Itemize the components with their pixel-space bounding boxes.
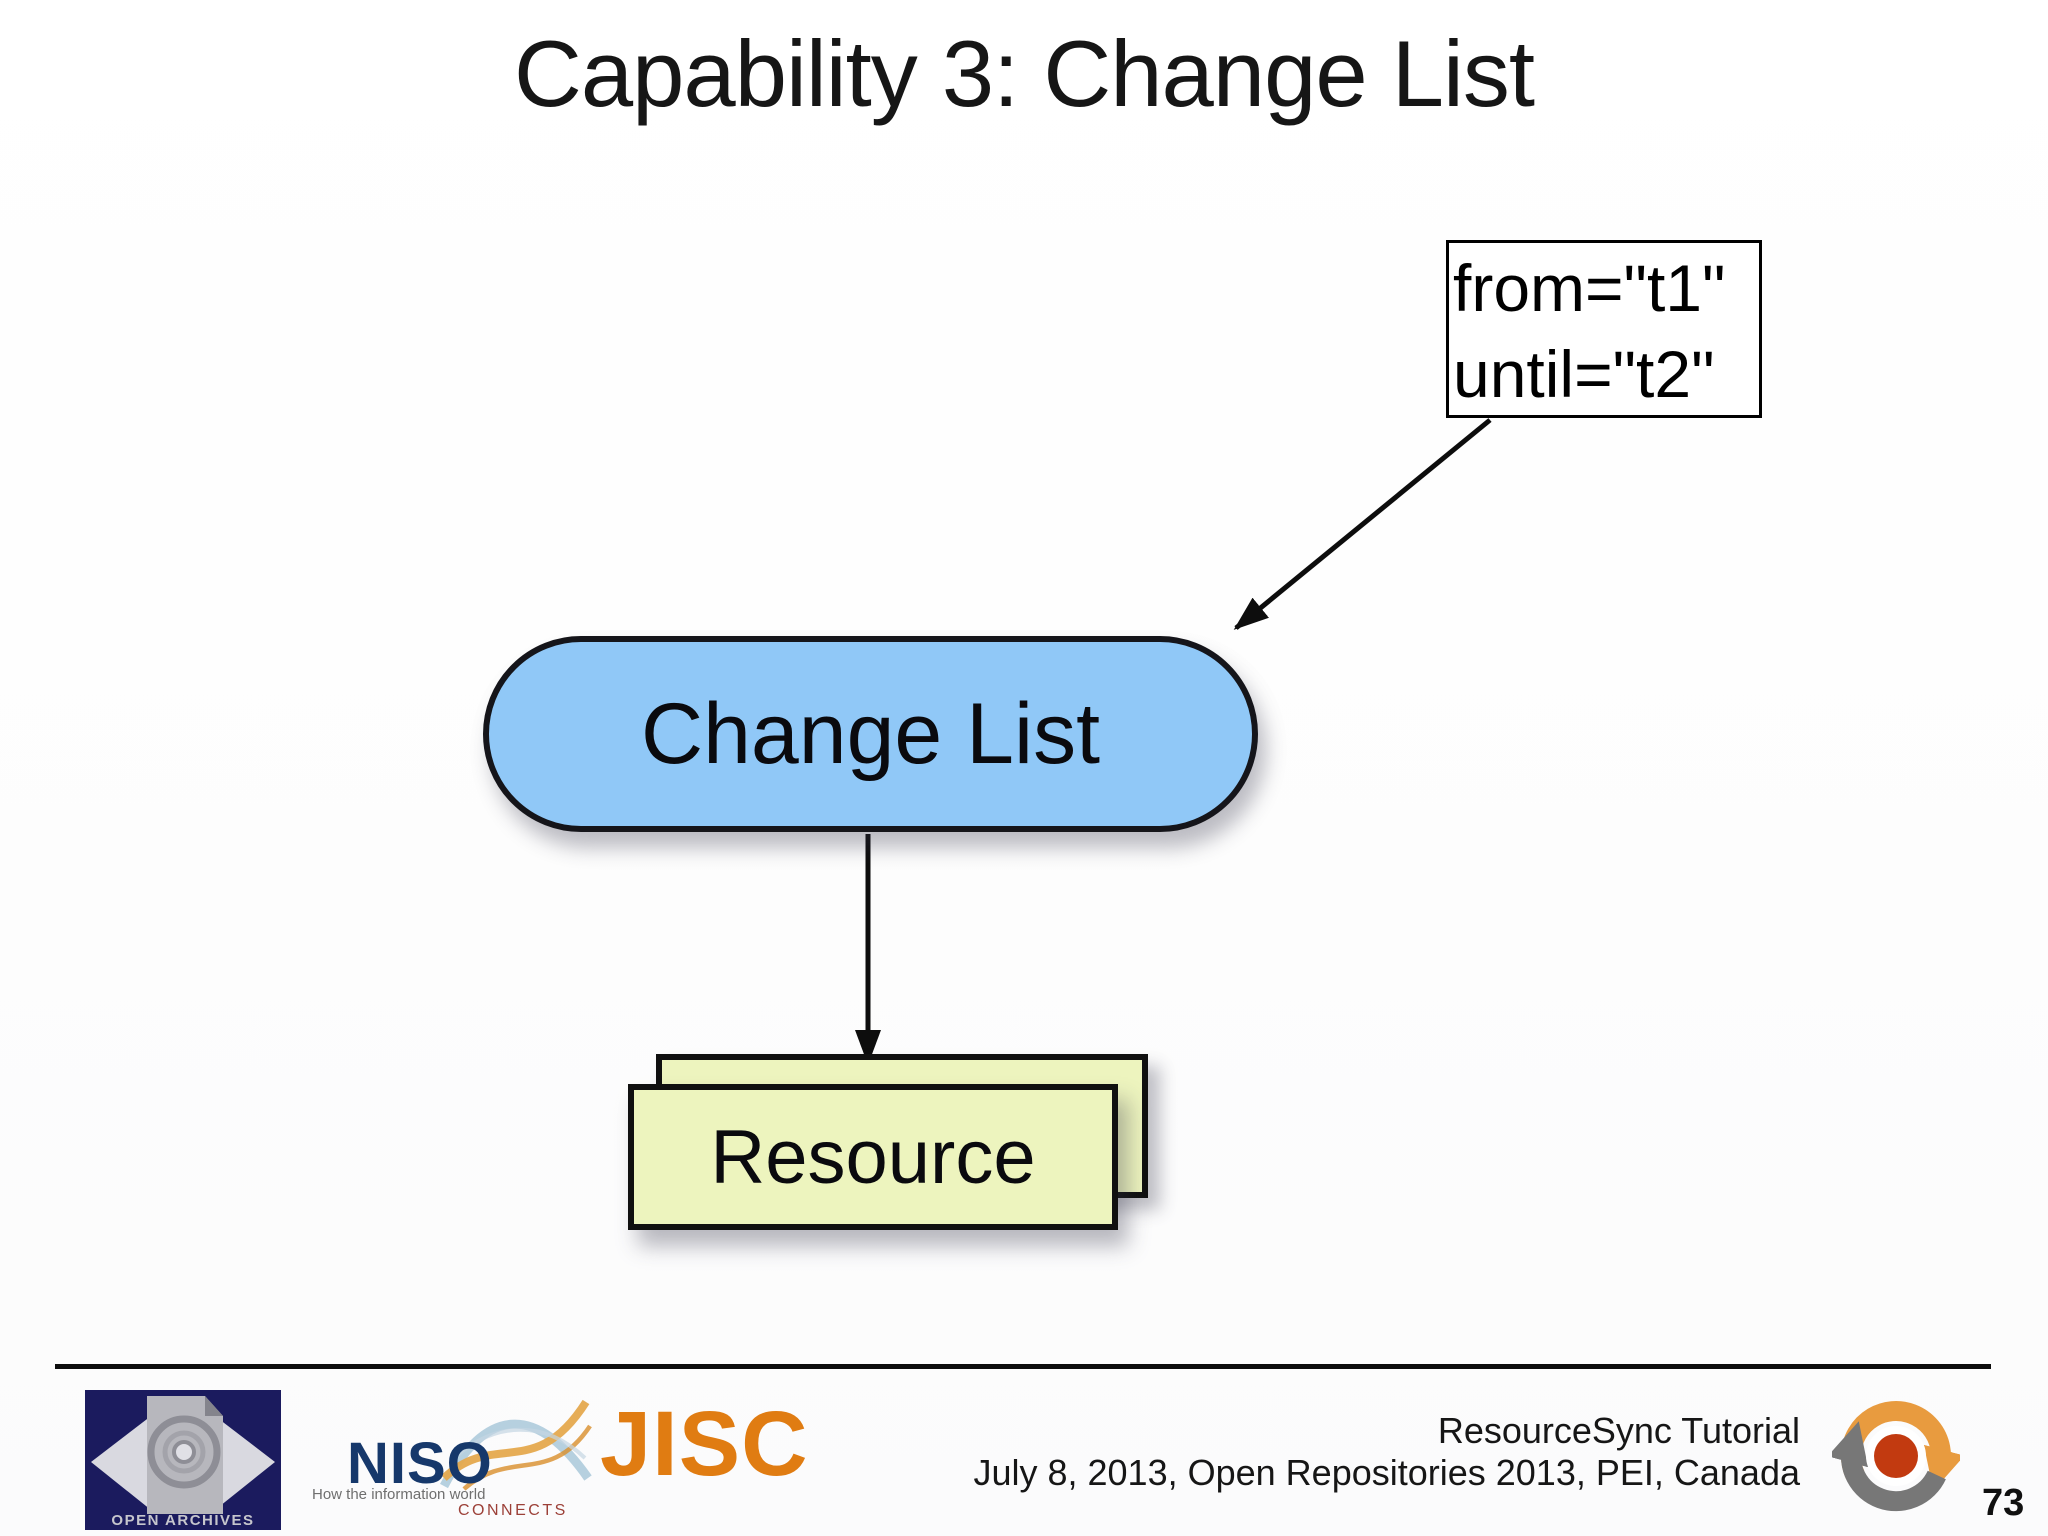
niso-logo: NISO How the information world CONNECTS bbox=[312, 1399, 692, 1536]
arrow-annotation-to-changelist bbox=[1233, 418, 1492, 630]
annotation-line-until: until="t2" bbox=[1453, 337, 1715, 411]
resource-node: Resource bbox=[628, 1084, 1118, 1230]
credits-line-1: ResourceSync Tutorial bbox=[1437, 1410, 1800, 1451]
footer-credits: ResourceSync Tutorial July 8, 2013, Open… bbox=[973, 1410, 1800, 1494]
annotation-box: from="t1" until="t2" bbox=[1446, 240, 1762, 418]
open-archives-logo: OPEN ARCHIVES bbox=[85, 1390, 281, 1530]
footer-divider bbox=[55, 1364, 1991, 1369]
niso-tagline-connects: CONNECTS bbox=[458, 1502, 568, 1519]
niso-tagline: How the information world bbox=[312, 1486, 486, 1503]
credits-line-2: July 8, 2013, Open Repositories 2013, PE… bbox=[973, 1452, 1800, 1493]
resource-label: Resource bbox=[710, 1114, 1036, 1200]
niso-swoosh-icon bbox=[440, 1399, 592, 1491]
annotation-line-from: from="t1" bbox=[1453, 251, 1726, 325]
slide-title: Capability 3: Change List bbox=[513, 21, 1535, 126]
change-list-node: Change List bbox=[483, 636, 1258, 832]
page-number: 73 bbox=[1982, 1482, 2025, 1524]
resourcesync-logo bbox=[1832, 1401, 1960, 1512]
open-archives-caption: OPEN ARCHIVES bbox=[111, 1512, 254, 1529]
change-list-label: Change List bbox=[641, 685, 1100, 782]
niso-wordmark: NISO bbox=[347, 1431, 493, 1496]
jisc-logo: JISC bbox=[600, 1393, 809, 1495]
